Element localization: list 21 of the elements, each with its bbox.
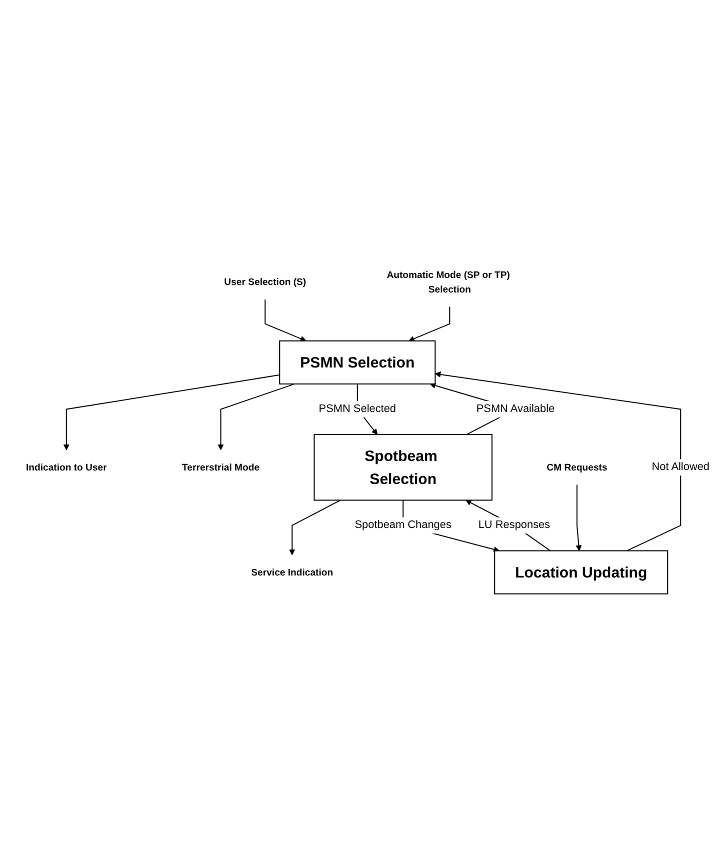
arrow — [466, 500, 551, 552]
arrow — [434, 372, 682, 552]
node-text: Indication to User — [26, 462, 107, 473]
node-text: CM Requests — [546, 462, 608, 473]
node-text: Automatic Mode (SP or TP) Selection — [386, 269, 510, 295]
arrow — [289, 500, 341, 556]
edge-label: PSMN Selected — [318, 403, 396, 416]
edge-label: Not Allowed — [652, 462, 710, 474]
node-text: User Selection (S) — [224, 276, 306, 288]
edge-label: PSMN Available — [476, 403, 555, 416]
node-box: Location Updating — [494, 550, 668, 595]
node-text: Terrerstrial Mode — [182, 462, 260, 473]
arrow — [63, 374, 280, 451]
arrow — [408, 307, 450, 342]
node-text: Service Indication — [251, 566, 334, 578]
arrow — [264, 300, 306, 342]
arrow — [576, 485, 582, 552]
edge-label: Spotbeam Changes — [354, 520, 452, 532]
node-box: Spotbeam Selection — [314, 434, 492, 502]
edge-label: LU Responses — [478, 520, 550, 532]
node-box: PSMN Selection — [279, 340, 436, 385]
